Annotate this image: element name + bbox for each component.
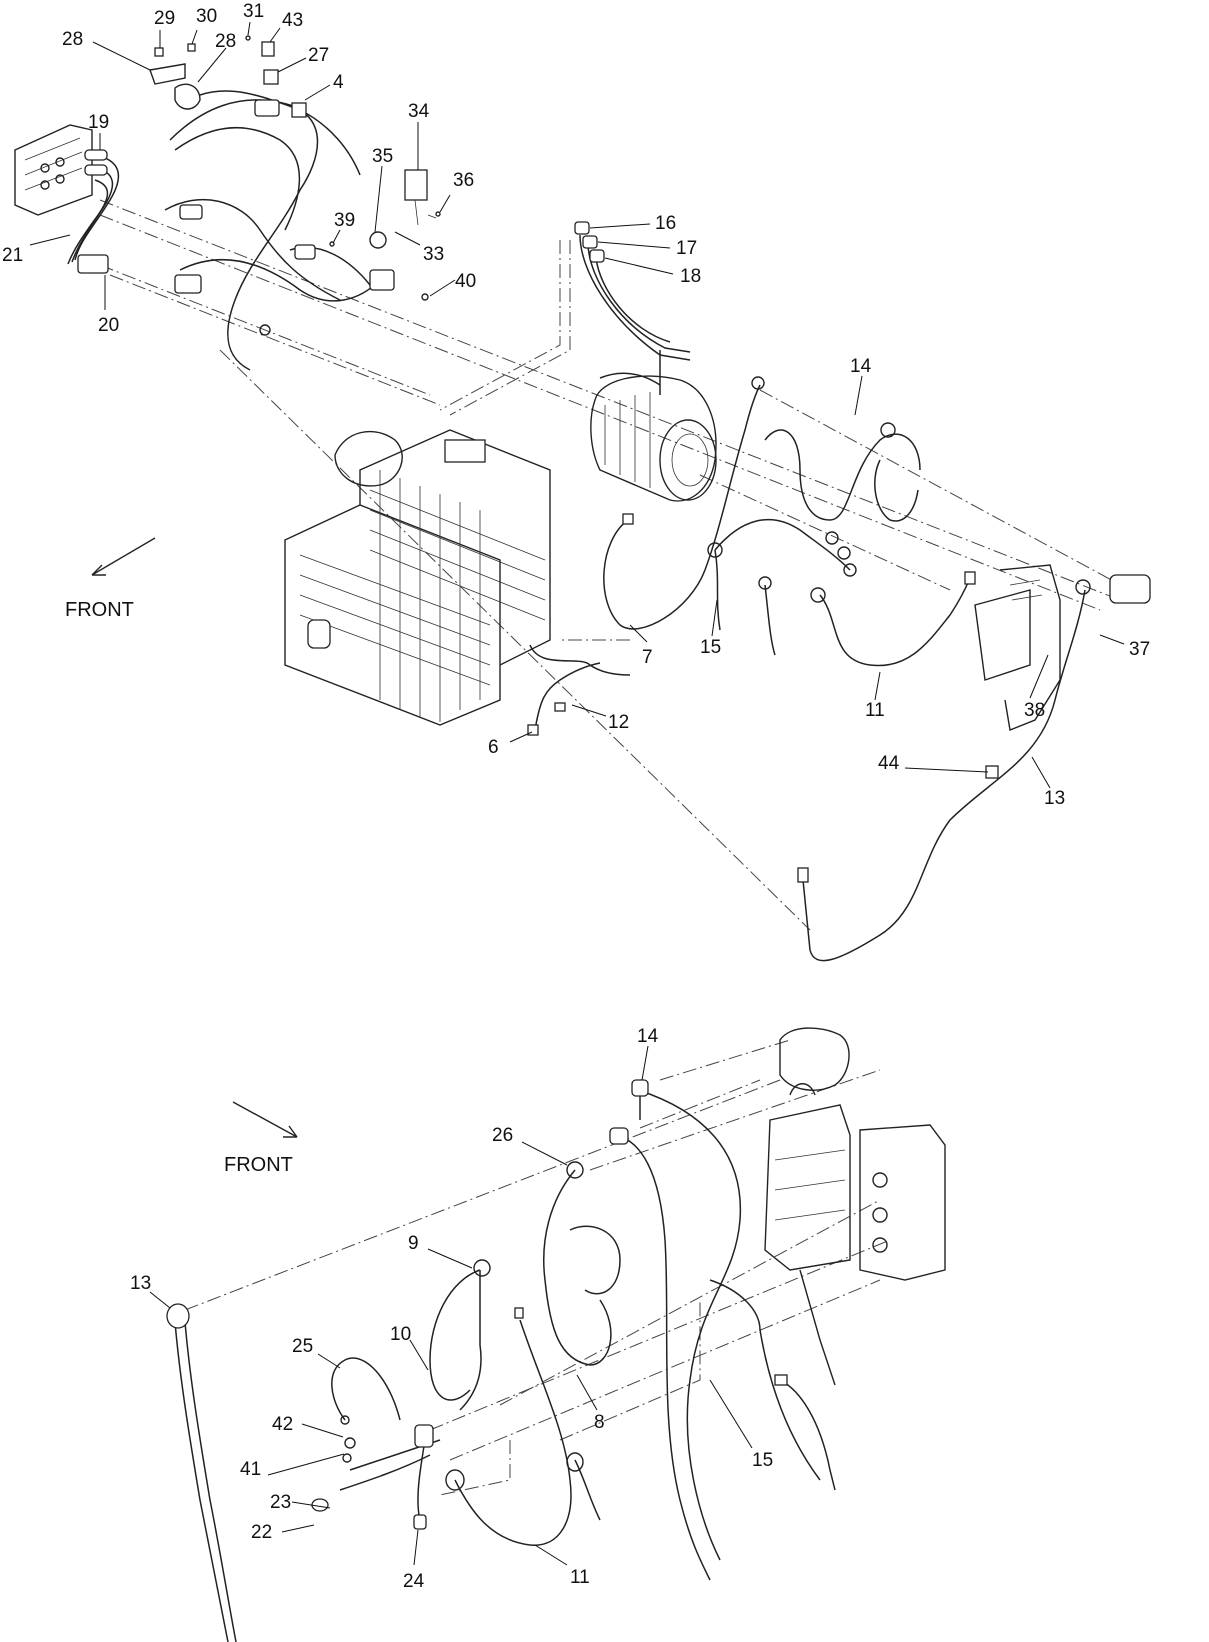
cable-8 <box>569 1225 621 1295</box>
callout: 24 <box>403 1571 425 1592</box>
front-label: FRONT <box>65 599 134 621</box>
callout: 14 <box>850 356 872 377</box>
cable-15 <box>714 518 851 631</box>
cable-14 <box>637 1089 742 1561</box>
callout: 28 <box>62 29 83 50</box>
callout: 8 <box>594 1412 605 1433</box>
callout: 30 <box>196 6 217 27</box>
cable-11 <box>454 1319 572 1546</box>
callout: 17 <box>676 238 697 259</box>
callout: 6 <box>488 737 499 758</box>
short-cable <box>779 1379 836 1491</box>
callout: 13 <box>1044 788 1065 809</box>
cable-13 <box>801 589 1086 962</box>
cable-10 <box>459 1270 482 1411</box>
cable-15 <box>614 1134 711 1581</box>
callout: 40 <box>455 271 476 292</box>
top-exploded-view: FRONT <box>2 1 1151 962</box>
callout: 39 <box>334 210 355 231</box>
callout: 7 <box>642 647 653 668</box>
leader-lines <box>29 21 1125 789</box>
callout: 35 <box>372 146 393 167</box>
cable-7 <box>603 384 761 630</box>
cable-16-17-18 <box>574 221 691 395</box>
callout-labels: 29 30 31 43 28 28 27 4 34 19 35 36 21 39… <box>2 1 1150 809</box>
callout: 11 <box>570 1567 590 1588</box>
callout: 23 <box>270 1492 291 1513</box>
callout: 12 <box>608 712 629 733</box>
callout: 15 <box>700 637 721 658</box>
callout: 13 <box>130 1273 151 1294</box>
leader-lines <box>149 1045 753 1566</box>
assembly-guide-lines <box>184 1039 891 1496</box>
cable-9 <box>429 1269 481 1401</box>
callout: 43 <box>282 10 303 31</box>
cable-14 <box>764 429 921 521</box>
callout: 4 <box>333 72 344 93</box>
cable-25 <box>331 1357 401 1421</box>
callout: 36 <box>453 170 474 191</box>
callout: 20 <box>98 315 119 336</box>
callout: 31 <box>243 1 264 22</box>
front-arrow-icon <box>232 1101 298 1138</box>
cable-24 <box>417 1439 426 1521</box>
callout: 34 <box>408 101 430 122</box>
callout: 27 <box>308 45 329 66</box>
control-module <box>14 124 93 216</box>
cable-6 <box>534 662 601 731</box>
callout: 18 <box>680 266 701 287</box>
front-label: FRONT <box>224 1154 293 1176</box>
cable-26 <box>543 1169 612 1366</box>
contactor-assembly <box>764 1027 946 1386</box>
short-lug-cable <box>764 584 776 656</box>
assembly-guide-lines <box>99 199 1131 931</box>
motor <box>590 372 717 502</box>
callout: 19 <box>88 112 109 133</box>
callout: 14 <box>637 1026 659 1047</box>
cable-11 <box>819 577 971 667</box>
wire-harness <box>164 90 395 371</box>
cable-bundle <box>67 149 120 274</box>
callout: 42 <box>272 1414 293 1435</box>
battery-stack <box>284 429 551 726</box>
callout: 9 <box>408 1233 419 1254</box>
callout: 37 <box>1129 639 1150 660</box>
callout: 28 <box>215 31 236 52</box>
bottom-exploded-view: FRONT 14 26 9 13 25 10 8 15 <box>130 1026 946 1642</box>
callout: 11 <box>865 700 885 721</box>
callout: 26 <box>492 1125 513 1146</box>
callout: 44 <box>878 753 900 774</box>
callout: 29 <box>154 8 175 29</box>
callout: 41 <box>240 1459 261 1480</box>
callout: 33 <box>423 244 444 265</box>
callout-labels: 14 26 9 13 25 10 8 15 42 41 23 22 24 11 <box>130 1026 773 1592</box>
callout: 10 <box>390 1324 411 1345</box>
callout: 22 <box>251 1522 272 1543</box>
callout: 15 <box>752 1450 773 1471</box>
callout: 25 <box>292 1336 313 1357</box>
small-hardware <box>149 35 441 301</box>
cable-13 <box>174 1321 229 1642</box>
callout: 38 <box>1024 700 1045 721</box>
cable-12 <box>529 644 631 676</box>
callout: 16 <box>655 213 676 234</box>
contactor-panel <box>974 564 1151 731</box>
callout: 21 <box>2 245 23 266</box>
front-arrow-icon <box>91 537 156 576</box>
